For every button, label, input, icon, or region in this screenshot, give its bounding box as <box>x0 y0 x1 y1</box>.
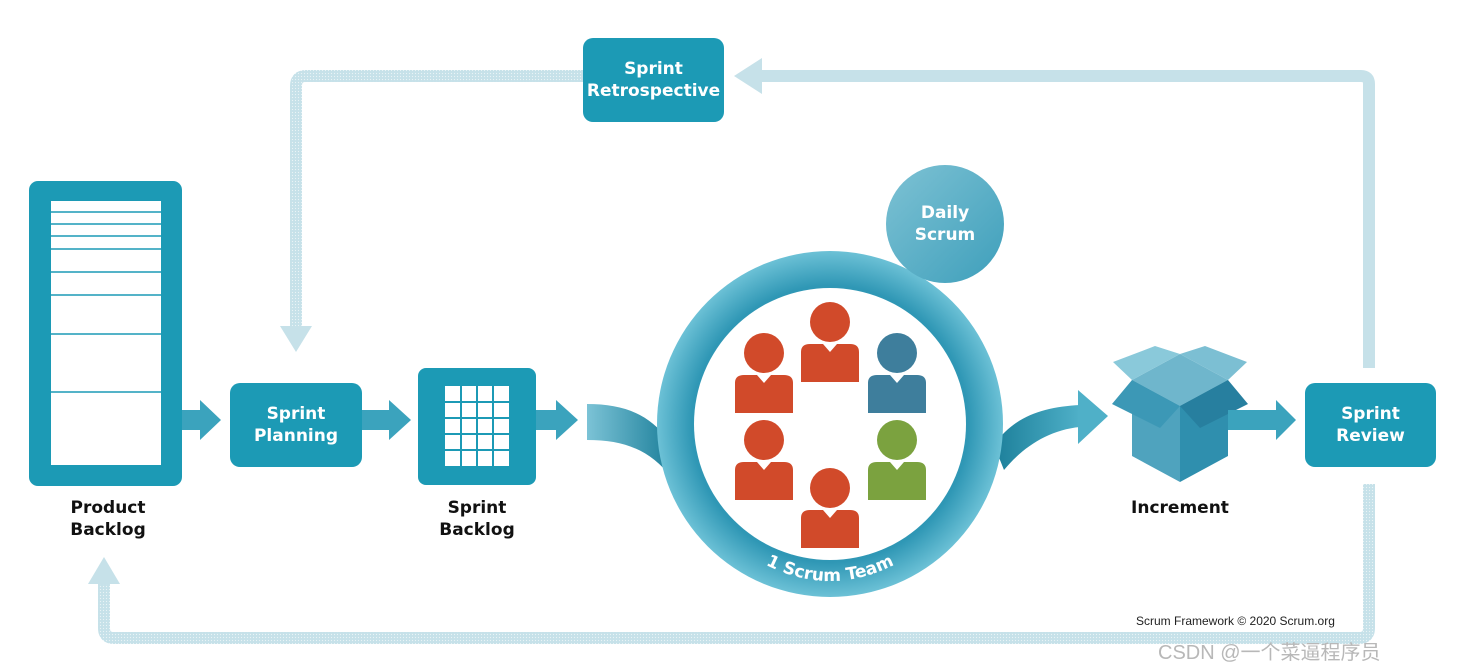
flow-arrow-sprint-backlog-to-team <box>536 400 578 440</box>
flow-arrow-increment-to-review <box>1228 400 1296 440</box>
team-member-icons <box>735 302 926 548</box>
flow-arrow-backlog-to-planning <box>182 400 221 440</box>
person-icon <box>801 468 859 548</box>
person-icon <box>735 333 793 413</box>
arrow-head-to-product-backlog <box>88 557 120 584</box>
feedback-loop-bottom <box>88 484 1375 644</box>
sprint-planning-box <box>230 383 362 467</box>
arrow-head-to-planning <box>280 326 312 352</box>
person-icon <box>801 302 859 382</box>
product-backlog-caption: Product Backlog <box>70 498 146 540</box>
flow-swoosh-into-sprint <box>587 404 672 478</box>
sprint-retrospective-box <box>583 38 724 122</box>
arrow-head-to-retro <box>734 58 762 94</box>
feedback-loop-top <box>280 58 1375 368</box>
person-icon <box>868 420 926 500</box>
watermark-text: CSDN @一个菜逼程序员 <box>1158 642 1381 664</box>
person-icon <box>735 420 793 500</box>
person-icon <box>868 333 926 413</box>
daily-scrum-bubble <box>886 165 1004 283</box>
product-backlog-icon <box>29 181 182 486</box>
sprint-review-box <box>1305 383 1436 467</box>
flow-swoosh-to-increment <box>994 390 1108 470</box>
increment-box-icon <box>1112 346 1248 482</box>
sprint-backlog-caption: Sprint Backlog <box>439 498 515 540</box>
increment-caption: Increment <box>1131 498 1229 518</box>
flow-arrow-planning-to-sprint-backlog <box>362 400 411 440</box>
sprint-backlog-icon <box>418 368 536 485</box>
copyright-text: Scrum Framework © 2020 Scrum.org <box>1136 614 1335 628</box>
